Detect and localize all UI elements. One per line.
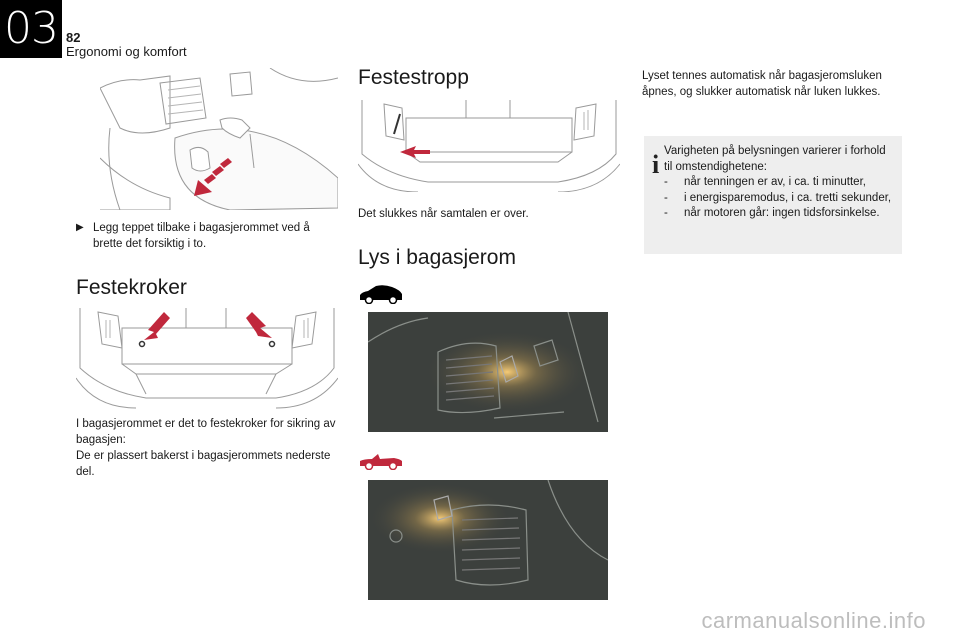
step-text: Legg teppet tilbake i bagasjerommet ved … bbox=[93, 222, 310, 250]
info-icon: i bbox=[652, 150, 660, 179]
note-intro: Varigheten på belysningen varierer i for… bbox=[664, 145, 886, 173]
info-note: i Varigheten på belysningen varierer i f… bbox=[644, 136, 902, 254]
note-list-item: -når tenningen er av, i ca. ti minutter, bbox=[664, 176, 866, 188]
watermark: carmanualsonline.info bbox=[701, 608, 926, 633]
cabriolet-car-icon bbox=[360, 454, 402, 470]
page-number: 82 bbox=[66, 30, 81, 45]
festestropp-text: Det slukkes når samtalen er over. bbox=[358, 208, 529, 220]
trunk-hooks-illustration bbox=[76, 308, 338, 410]
step-instruction: ▶ Legg teppet tilbake i bagasjerommet ve… bbox=[76, 220, 338, 252]
note-list-item: -i energisparemodus, i ca. tretti sekund… bbox=[664, 191, 892, 204]
chapter-tab: 03 bbox=[0, 0, 62, 58]
festekroker-text-1: I bagasjerommet er det to festekroker fo… bbox=[76, 418, 336, 446]
festekroker-description: I bagasjerommet er det to festekroker fo… bbox=[76, 416, 338, 480]
festekroker-text-2: De er plassert bakerst i bagasjerommets … bbox=[76, 450, 331, 478]
note-item-text: når tenningen er av, i ca. ti minutter, bbox=[684, 176, 866, 188]
hatchback-car-icon bbox=[360, 285, 402, 304]
carpet-fold-illustration bbox=[100, 68, 338, 210]
heading-festekroker: Festekroker bbox=[76, 276, 187, 299]
light-description: Lyset tennes automatisk når bagasjeromsl… bbox=[642, 70, 882, 98]
trunk-light-photo-cabriolet bbox=[368, 480, 608, 600]
note-item-text: i energisparemodus, i ca. tretti sekunde… bbox=[684, 191, 892, 204]
section-title: Ergonomi og komfort bbox=[66, 44, 187, 59]
note-list-item: -når motoren går: ingen tidsforsinkelse. bbox=[664, 207, 880, 219]
heading-lys-i-bagasjerom: Lys i bagasjerom bbox=[358, 246, 516, 269]
heading-festestropp: Festestropp bbox=[358, 66, 469, 89]
trunk-light-photo-hatchback bbox=[368, 312, 608, 432]
note-item-text: når motoren går: ingen tidsforsinkelse. bbox=[684, 207, 880, 219]
trunk-strap-illustration bbox=[358, 100, 620, 192]
step-arrow-icon: ▶ bbox=[76, 222, 84, 233]
